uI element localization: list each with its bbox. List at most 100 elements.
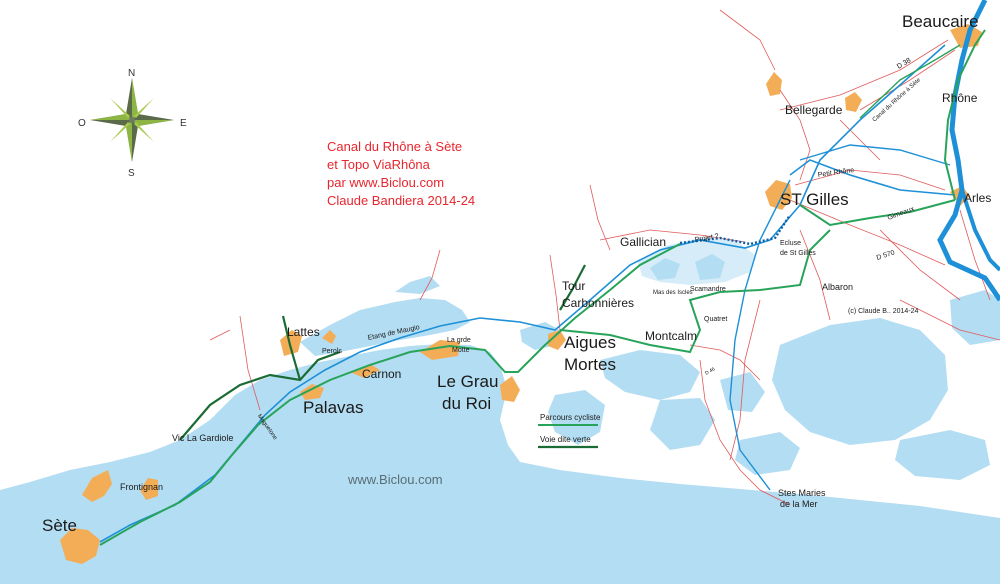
town-la-grande-motte-1: La grde bbox=[447, 337, 471, 344]
town-mortes: Mortes bbox=[564, 355, 616, 374]
compass-south: S bbox=[128, 168, 135, 179]
urban-sete bbox=[60, 528, 100, 564]
road bbox=[959, 209, 991, 301]
road bbox=[699, 359, 791, 506]
road bbox=[859, 49, 956, 111]
cycle-route-beaucaire bbox=[943, 29, 986, 201]
label-rhone: Rhône bbox=[942, 91, 978, 105]
compass-west: O bbox=[78, 118, 86, 129]
town-stes-maries-1: Stes Maries bbox=[778, 488, 826, 498]
urban-carnon bbox=[350, 364, 380, 378]
projet-route bbox=[679, 214, 792, 246]
road bbox=[794, 169, 946, 191]
urban-bellegarde bbox=[766, 72, 782, 96]
grand-rhone bbox=[960, 189, 1000, 272]
etang-de-thau bbox=[120, 462, 215, 510]
town-bellegarde: Bellegarde bbox=[785, 103, 843, 117]
label-ecluse-2: de St Gilles bbox=[780, 250, 816, 257]
urban-perols bbox=[322, 330, 336, 344]
label-ecluse-1: Ecluse bbox=[780, 240, 802, 247]
town-vic-la-gardiole: Vic La Gardiole bbox=[172, 433, 234, 443]
town-beaucaire: Beaucaire bbox=[902, 12, 979, 31]
urban-le-grau-du-roi bbox=[500, 376, 520, 402]
town-la-grande-motte-2: Motte bbox=[452, 347, 470, 354]
road bbox=[589, 184, 611, 251]
road bbox=[779, 89, 811, 181]
cycle-route bbox=[99, 243, 681, 546]
town-du-roi: du Roi bbox=[442, 394, 492, 413]
road bbox=[689, 344, 761, 381]
road bbox=[879, 229, 961, 301]
road bbox=[549, 254, 561, 331]
legend-greenway-label: Voie dite verte bbox=[540, 435, 591, 444]
camargue-lagoon-5 bbox=[895, 430, 990, 480]
title-line: et Topo ViaRhôna bbox=[327, 157, 430, 172]
urban-palavas bbox=[300, 384, 324, 400]
urban-st-gilles bbox=[765, 180, 792, 210]
map-title: Canal du Rhône à Sète et Topo ViaRhôna p… bbox=[327, 138, 475, 210]
title-line: Claude Bandiera 2014-24 bbox=[327, 193, 476, 208]
urban-lattes bbox=[280, 330, 302, 356]
road bbox=[799, 229, 831, 321]
scamandre-pond-2 bbox=[695, 254, 725, 280]
label-scamandre: Scamandre bbox=[690, 286, 726, 293]
road bbox=[719, 9, 776, 71]
road bbox=[899, 299, 1000, 341]
road bbox=[419, 249, 441, 301]
greenway bbox=[179, 350, 341, 441]
town-montcalm: Montcalm bbox=[645, 329, 698, 343]
greenway-lattes bbox=[281, 315, 302, 381]
town-frontignan: Frontignan bbox=[120, 482, 164, 492]
town-tour: Tour bbox=[562, 279, 586, 293]
town-lattes: Lattes bbox=[287, 325, 320, 339]
camargue-lagoon-3 bbox=[650, 398, 715, 450]
website-watermark: www.Biclou.com bbox=[348, 472, 443, 487]
town-stes-maries-2: de la Mer bbox=[780, 499, 818, 509]
cycle-route-montcalm bbox=[559, 229, 831, 354]
road bbox=[239, 315, 261, 411]
town-carnon: Carnon bbox=[362, 367, 402, 381]
petit-rhone-lower bbox=[729, 179, 791, 491]
scamandre-pond-1 bbox=[650, 258, 680, 280]
town-gallician: Gallician bbox=[620, 235, 667, 249]
compass-north: N bbox=[128, 68, 136, 79]
road bbox=[599, 229, 746, 243]
legend-cycle-label: Parcours cycliste bbox=[540, 413, 601, 422]
etang-palavas bbox=[225, 380, 300, 410]
roads bbox=[209, 9, 1000, 506]
canal-bellegarde-link bbox=[799, 144, 951, 166]
rhone-river bbox=[937, 0, 1000, 302]
label-mas-des-iscles: Mas des Iscles bbox=[653, 290, 693, 296]
compass-rose-icon bbox=[90, 78, 174, 162]
road bbox=[789, 199, 946, 266]
camargue-lagoon-2 bbox=[548, 390, 605, 445]
town-perols: Perols bbox=[322, 348, 342, 355]
town-carbonnieres: Carbonnières bbox=[562, 296, 635, 310]
town-le-grau: Le Grau bbox=[437, 372, 499, 391]
etang-de-maugio bbox=[300, 298, 470, 356]
place-quatret: Quatret bbox=[704, 316, 728, 323]
etang-de-vaccares bbox=[772, 318, 948, 445]
camargue-lagoon-4 bbox=[735, 432, 800, 475]
road bbox=[209, 329, 231, 341]
town-albaron: Albaron bbox=[822, 282, 854, 292]
camargue-lagoon-1 bbox=[600, 350, 700, 400]
town-palavas: Palavas bbox=[303, 398, 364, 417]
road bbox=[729, 299, 761, 461]
compass-east: E bbox=[180, 118, 187, 129]
town-st-gilles: ST Gilles bbox=[780, 190, 849, 209]
greenway-tour bbox=[559, 264, 586, 311]
copyright: (c) Claude B.. 2014-24 bbox=[848, 308, 919, 315]
town-arles: Arles bbox=[964, 191, 992, 205]
camargue-lagoon-7 bbox=[950, 290, 1000, 345]
cycle-route-beaucaire-2 bbox=[859, 44, 961, 119]
urban-frontignan bbox=[82, 470, 112, 502]
cycle-route-arles bbox=[799, 199, 956, 227]
title-line: par www.Biclou.com bbox=[327, 175, 445, 190]
town-aigues: Aigues bbox=[564, 333, 616, 352]
urban-frontignan-2 bbox=[140, 478, 158, 500]
urban-bellegarde-2 bbox=[845, 92, 862, 112]
etang-lattes bbox=[395, 276, 440, 294]
